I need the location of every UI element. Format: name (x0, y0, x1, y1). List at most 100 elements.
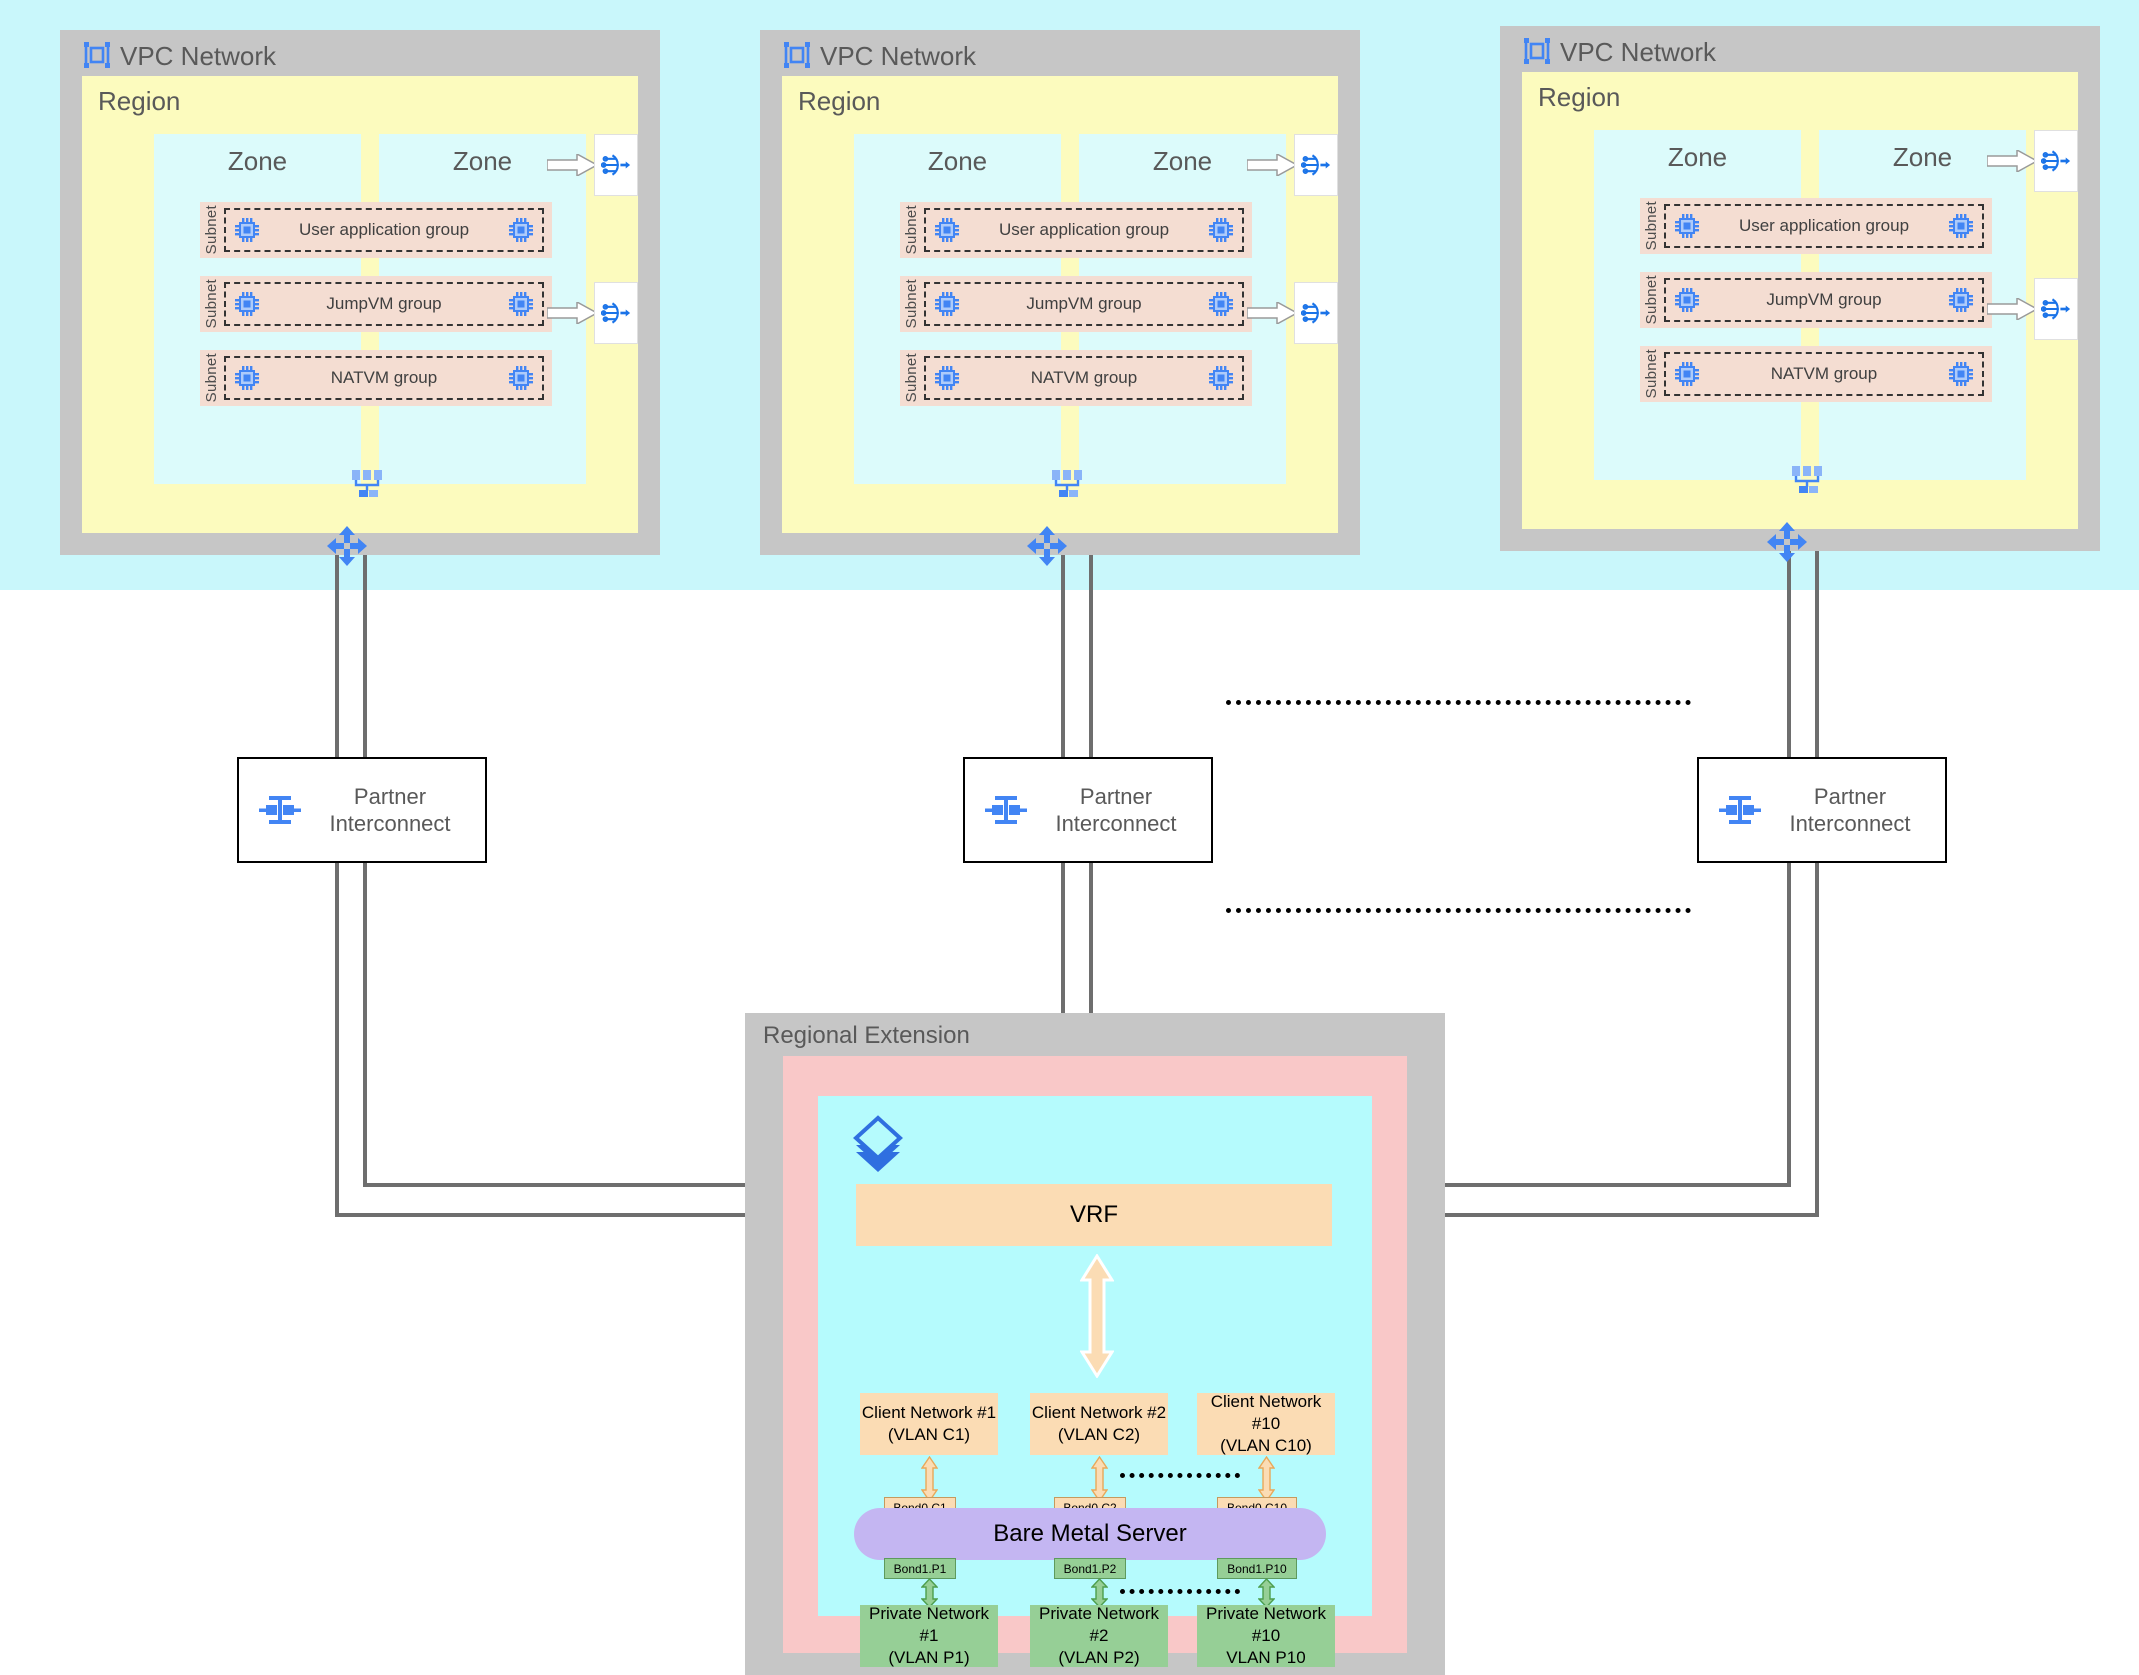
pi-line-1: Partner (1813, 783, 1887, 809)
partner-interconnect-label: Partner Interconnect (303, 783, 485, 838)
subnet-row[interactable]: Subnet NATVM group (200, 350, 552, 406)
instance-group-label: NATVM group (330, 368, 438, 387)
cloud-router-icon (326, 525, 368, 567)
egress-arrow (1986, 296, 2039, 322)
instance-group[interactable]: JumpVM group (224, 282, 544, 326)
subnet-label: Subnet (1643, 201, 1660, 251)
subnet-label: Subnet (1643, 349, 1660, 399)
vpc-network-group-1[interactable]: VPC Network Region Zone Zone Subnet (60, 30, 660, 566)
instance-group[interactable]: NATVM group (1664, 352, 1984, 396)
client-network-label: Client Network #2 (VLAN C2) (1032, 1402, 1166, 1446)
partner-interconnect-label: Partner Interconnect (1029, 783, 1211, 838)
client-network-10[interactable]: Client Network #10 (VLAN C10) (1197, 1391, 1335, 1457)
vpc-peering-icon (350, 469, 386, 499)
client-ellipsis (1120, 1473, 1240, 1478)
private-network-label: Private Network #1 (VLAN P1) (860, 1603, 998, 1669)
vpc-network-title: VPC Network (820, 41, 977, 71)
egress-arrow (546, 300, 599, 326)
zone-label: Zone (927, 146, 988, 176)
pn-line-2: (VLAN P2) (1058, 1648, 1140, 1668)
vm-instance-icon (508, 291, 534, 317)
instance-group-label: User application group (998, 220, 1170, 239)
cloud-nat-gateway-2[interactable] (594, 282, 638, 344)
subnet-row[interactable]: Subnet User application group (200, 202, 552, 258)
subnet-row[interactable]: Subnet User application group (1640, 198, 1992, 254)
ellipsis-divider-bottom (1226, 908, 1691, 913)
pi-line-2: Interconnect (1055, 811, 1177, 836)
vm-instance-icon (1948, 287, 1974, 313)
egress-arrow (1246, 152, 1299, 178)
vpc-network-group-3[interactable]: VPC Network Region Zone Zone Subnet (1500, 26, 2100, 562)
cloud-nat-gateway-1[interactable] (1294, 134, 1338, 196)
vm-instance-icon (1674, 213, 1700, 239)
instance-group-label: JumpVM group (1026, 294, 1142, 313)
instance-group-label: User application group (298, 220, 470, 239)
subnet-row[interactable]: Subnet NATVM group (1640, 346, 1992, 402)
subnet-row[interactable]: Subnet JumpVM group (900, 276, 1252, 332)
vm-instance-icon (934, 217, 960, 243)
egress-arrow (1246, 300, 1299, 326)
instance-group[interactable]: User application group (1664, 204, 1984, 248)
instance-group[interactable]: NATVM group (924, 356, 1244, 400)
vm-instance-icon (1948, 361, 1974, 387)
pi-line-2: Interconnect (329, 811, 451, 836)
private-network-label: Private Network #2 (VLAN P2) (1030, 1603, 1168, 1669)
partner-interconnect-3[interactable]: Partner Interconnect (1697, 757, 1947, 863)
private-network-2[interactable]: Private Network #2 (VLAN P2) (1030, 1603, 1168, 1669)
client-network-1[interactable]: Client Network #1 (VLAN C1) (860, 1393, 998, 1455)
vm-instance-icon (1674, 361, 1700, 387)
cn-line-1: Client Network #1 (861, 1402, 997, 1422)
bond-label-p10: Bond1.P10 (1217, 1558, 1297, 1579)
private-network-10[interactable]: Private Network #10 VLAN P10 (1197, 1603, 1335, 1669)
instance-group-label: User application group (1738, 216, 1910, 235)
vpc-peering-icon (1050, 469, 1086, 499)
zones-container: Zone Zone Subnet User application gr (854, 134, 1286, 484)
subnet-row[interactable]: Subnet User application group (900, 202, 1252, 258)
egress-arrow (546, 152, 599, 178)
instance-group-label: NATVM group (1770, 364, 1878, 383)
zone-label: Zone (1892, 142, 1953, 172)
cn-line-2: (VLAN C2) (1057, 1425, 1141, 1444)
cloud-nat-gateway-2[interactable] (2034, 278, 2078, 340)
zones-container: Zone Zone Subnet User application gr (1594, 130, 2026, 480)
subnet-row[interactable]: Subnet JumpVM group (1640, 272, 1992, 328)
client-network-label: Client Network #1 (VLAN C1) (862, 1402, 996, 1446)
vrf-box[interactable]: VRF (856, 1184, 1332, 1246)
subnet-row[interactable]: Subnet NATVM group (900, 350, 1252, 406)
partner-interconnect-2[interactable]: Partner Interconnect (963, 757, 1213, 863)
subnet-row[interactable]: Subnet JumpVM group (200, 276, 552, 332)
subnet-label: Subnet (203, 205, 220, 255)
instance-group[interactable]: User application group (224, 208, 544, 252)
vm-instance-icon (1208, 217, 1234, 243)
cloud-nat-gateway-1[interactable] (594, 134, 638, 196)
vm-instance-icon (508, 217, 534, 243)
pn-line-2: VLAN P10 (1226, 1648, 1306, 1668)
client-network-label: Client Network #10 (VLAN C10) (1197, 1391, 1335, 1457)
instance-group[interactable]: JumpVM group (1664, 278, 1984, 322)
instance-group[interactable]: JumpVM group (924, 282, 1244, 326)
private-network-1[interactable]: Private Network #1 (VLAN P1) (860, 1603, 998, 1669)
vpc-peering-icon (1790, 465, 1826, 495)
vm-instance-icon (234, 291, 260, 317)
cloud-nat-gateway-1[interactable] (2034, 130, 2078, 192)
partner-interconnect-1[interactable]: Partner Interconnect (237, 757, 487, 863)
cn-line-1: Client Network #2 (1031, 1402, 1167, 1422)
subnet-label: Subnet (903, 353, 920, 403)
bare-metal-server[interactable]: Bare Metal Server (854, 1508, 1326, 1560)
cn-line-2: (VLAN C10) (1220, 1436, 1312, 1456)
subnet-label: Subnet (203, 279, 220, 329)
region-label: Region (1538, 82, 1621, 112)
interconnect-icon (1717, 793, 1763, 827)
instance-group[interactable]: User application group (924, 208, 1244, 252)
client-network-2[interactable]: Client Network #2 (VLAN C2) (1030, 1393, 1168, 1455)
vm-instance-icon (508, 365, 534, 391)
regional-extension-title: Regional Extension (763, 1022, 970, 1049)
private-network-label: Private Network #10 VLAN P10 (1197, 1603, 1335, 1669)
vpc-network-group-2[interactable]: VPC Network Region Zone Zone Subnet (760, 30, 1360, 566)
regional-extension-inner-pink: VRF Client Network #1 (VLAN C1) Client N… (783, 1056, 1407, 1667)
region-container: Region Zone Zone Subnet (1522, 72, 2078, 529)
regional-extension-container[interactable]: Regional Extension VRF Client Netw (745, 1013, 1445, 1675)
instance-group[interactable]: NATVM group (224, 356, 544, 400)
cloud-nat-gateway-2[interactable] (1294, 282, 1338, 344)
vpc-network-title: VPC Network (120, 41, 277, 71)
